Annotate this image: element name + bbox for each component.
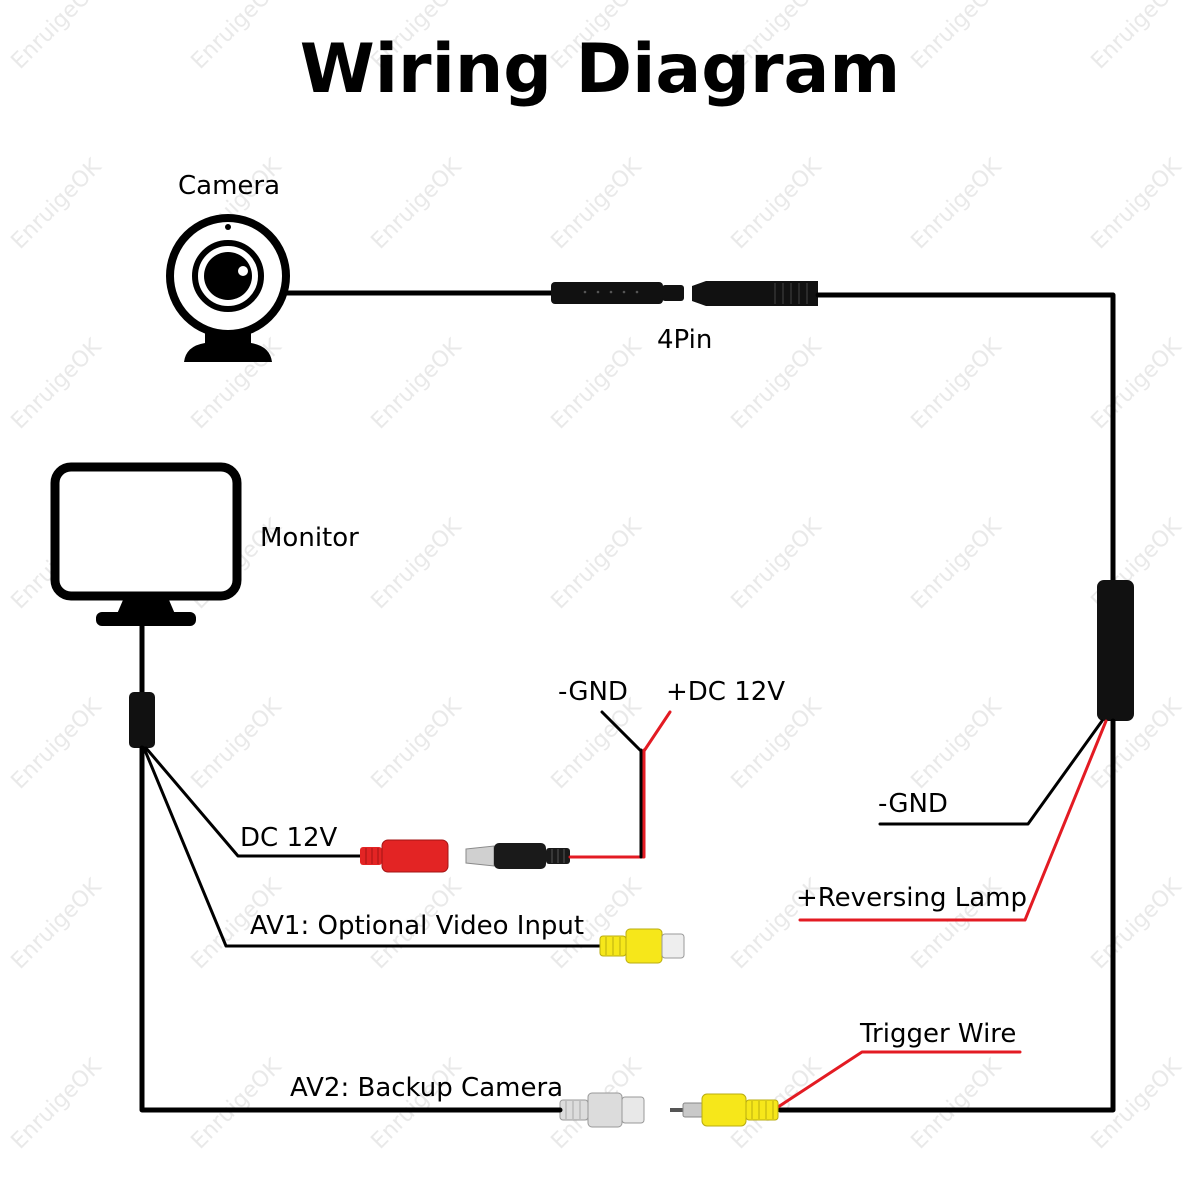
av2-cable: [139, 745, 563, 1113]
watermark-text: EnruigeOK: [1087, 334, 1187, 434]
watermark-text: EnruigeOK: [187, 694, 287, 794]
watermark-text: EnruigeOK: [187, 0, 287, 74]
av1-label: AV1: Optional Video Input: [250, 911, 584, 941]
page-title: Wiring Diagram: [300, 30, 901, 109]
trigger-wire-label: Trigger Wire: [859, 1019, 1016, 1049]
watermark-text: EnruigeOK: [367, 334, 467, 434]
watermark-text: EnruigeOK: [1087, 154, 1187, 254]
watermark-text: EnruigeOK: [727, 154, 827, 254]
4pin-connector-male: [551, 282, 684, 304]
watermark-text: EnruigeOK: [7, 694, 107, 794]
watermark-text: EnruigeOK: [7, 334, 107, 434]
watermark-text: EnruigeOK: [547, 334, 647, 434]
gnd-wire-right: [878, 719, 1104, 826]
watermark-text: EnruigeOK: [547, 154, 647, 254]
watermark-text: EnruigeOK: [367, 1054, 467, 1154]
watermark-text: EnruigeOK: [907, 0, 1007, 74]
dc-plug-black: [465, 843, 570, 869]
watermark-text: EnruigeOK: [727, 694, 827, 794]
watermark-text: EnruigeOK: [727, 514, 827, 614]
watermark-text: EnruigeOK: [1087, 0, 1187, 74]
dc-jack-red: [360, 839, 449, 873]
watermark-text: EnruigeOK: [907, 694, 1007, 794]
watermark-text: EnruigeOK: [367, 694, 467, 794]
watermark-text: EnruigeOK: [7, 1054, 107, 1154]
watermark-text: EnruigeOK: [547, 514, 647, 614]
monitor-inline-box: [129, 692, 155, 748]
watermark-text: EnruigeOK: [187, 1054, 287, 1154]
watermark-text: EnruigeOK: [367, 514, 467, 614]
trigger-wire: [776, 1050, 1022, 1109]
av2-label: AV2: Backup Camera: [290, 1073, 563, 1103]
watermark-text: EnruigeOK: [1087, 1054, 1187, 1154]
rca-jack-white-av2: [559, 1092, 645, 1128]
inline-junction-box: [1097, 580, 1134, 721]
watermark-text: EnruigeOK: [7, 0, 107, 74]
watermark-text: EnruigeOK: [907, 1054, 1007, 1154]
dc12v-cable: [144, 746, 364, 858]
camera-label: Camera: [178, 171, 280, 201]
power-wire-red: [568, 748, 646, 859]
monitor-icon: [50, 462, 242, 626]
watermark-text: EnruigeOK: [727, 334, 827, 434]
monitor-label: Monitor: [260, 523, 359, 553]
watermark-text: EnruigeOK: [367, 154, 467, 254]
dc-top-label: +DC 12V: [666, 677, 785, 707]
dc-lead-top: [642, 710, 672, 753]
video-cable-to-rca: [777, 718, 1116, 1113]
watermark-text: EnruigeOK: [907, 514, 1007, 614]
reversing-lamp-wire: [798, 719, 1108, 922]
rca-jack-yellow-av1: [599, 928, 685, 964]
gnd-top-label: -GND: [558, 677, 628, 707]
reversing-lamp-label: +Reversing Lamp: [796, 883, 1027, 913]
watermark-text: EnruigeOK: [7, 874, 107, 974]
watermark-text: EnruigeOK: [907, 334, 1007, 434]
gnd-lead-top: [600, 710, 643, 753]
watermark-text: EnruigeOK: [547, 694, 647, 794]
rca-plug-yellow-camera: [670, 1093, 779, 1127]
camera-icon: [166, 214, 290, 362]
watermark-text: EnruigeOK: [907, 154, 1007, 254]
4pin-connector-female: [692, 281, 818, 306]
watermark-text: EnruigeOK: [1087, 874, 1187, 974]
gnd-right-label: -GND: [878, 789, 948, 819]
watermark-text: EnruigeOK: [7, 154, 107, 254]
connector-label: 4Pin: [657, 325, 712, 355]
dc12v-label: DC 12V: [240, 823, 338, 853]
av1-cable: [142, 746, 602, 948]
extension-cable: [815, 292, 1116, 585]
